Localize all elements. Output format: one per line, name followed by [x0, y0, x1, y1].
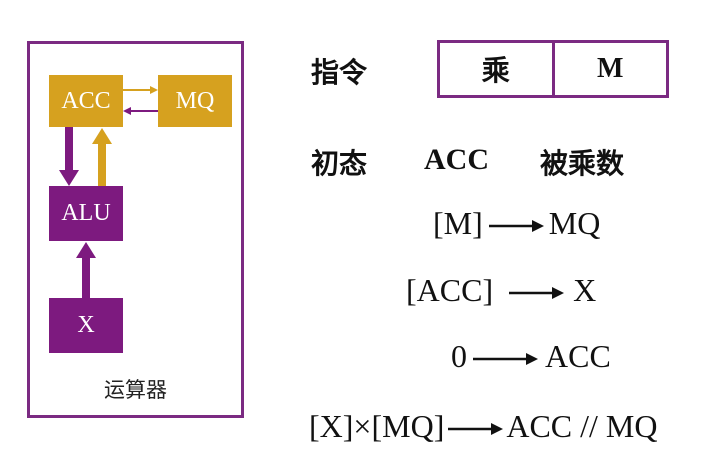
step-1-target: MQ — [548, 205, 601, 241]
mq-block: MQ — [158, 75, 232, 127]
alu-frame: ACC MQ ALU X 运算器 — [27, 41, 244, 418]
step-3: 0 ACC — [451, 338, 611, 375]
x-block: X — [49, 298, 123, 353]
address-field: M — [597, 53, 624, 84]
right-arrow-icon — [471, 338, 539, 375]
x-to-alu-arrowhead — [76, 242, 96, 258]
instruction-label: 指令 — [311, 56, 368, 89]
acc-to-alu-arrowhead — [59, 170, 79, 186]
alu-to-acc-shaft — [98, 142, 106, 186]
right-arrow-icon — [446, 408, 504, 445]
step-4-target: ACC // MQ — [506, 408, 658, 444]
opcode-field: 乘 — [440, 43, 555, 95]
alu-block: ALU — [49, 186, 123, 241]
initial-state-label: 初态 — [311, 147, 368, 180]
x-to-alu-shaft — [82, 256, 90, 298]
step-3-target: ACC — [545, 338, 611, 374]
step-2: [ACC] X — [406, 272, 596, 309]
acc-block: ACC — [49, 75, 123, 127]
connection-arrows — [59, 86, 158, 298]
acc-to-alu-shaft — [65, 127, 73, 172]
step-2-source: [ACC] — [406, 272, 494, 308]
mq-to-acc-arrowhead — [123, 107, 131, 115]
step-2-target: X — [573, 272, 597, 308]
step-1-source: [M] — [433, 205, 483, 241]
step-4-source: [X]×[MQ] — [309, 408, 445, 444]
alu-caption: 运算器 — [104, 378, 167, 402]
alu-to-acc-arrowhead — [92, 128, 112, 144]
step-1: [M] MQ — [433, 205, 600, 242]
step-4: [X]×[MQ] ACC // MQ — [309, 408, 657, 445]
acc-to-mq-arrowhead — [150, 86, 158, 94]
right-arrow-icon — [507, 272, 565, 309]
initial-content: 被乘数 — [540, 147, 625, 180]
step-3-source: 0 — [451, 338, 467, 374]
right-arrow-icon — [487, 205, 545, 242]
initial-register: ACC — [424, 143, 489, 176]
instruction-format: 乘 M — [437, 40, 669, 98]
